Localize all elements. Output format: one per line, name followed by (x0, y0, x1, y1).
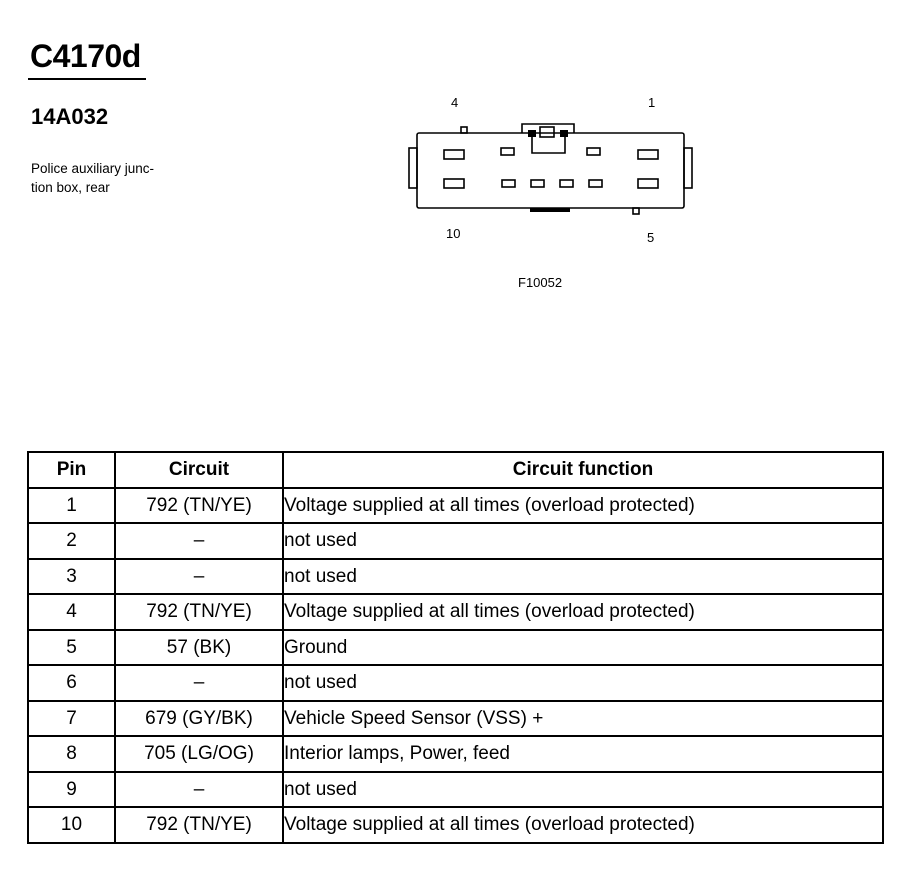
function-cell: Voltage supplied at all times (overload … (282, 806, 884, 844)
table-row: 7 679 (GY/BK) Vehicle Speed Sensor (VSS)… (27, 699, 884, 737)
function-cell: Interior lamps, Power, feed (282, 735, 884, 773)
function-cell: Voltage supplied at all times (overload … (282, 593, 884, 631)
pinout-table: Pin Circuit Circuit function 1 792 (TN/Y… (27, 451, 884, 844)
cavity-5 (637, 178, 659, 189)
description-line-2: tion box, rear (31, 180, 110, 195)
bottom-rib (530, 208, 570, 212)
cavity-9 (501, 179, 516, 188)
bottom-right-tab (632, 207, 640, 215)
circuit-cell: 57 (BK) (114, 628, 284, 666)
tab-fill-left (528, 130, 536, 137)
circuit-cell: 705 (LG/OG) (114, 735, 284, 773)
part-number: 14A032 (31, 104, 109, 129)
top-left-tab (460, 126, 468, 134)
column-header-circuit: Circuit (114, 451, 284, 489)
pin-label-bottom-left: 10 (446, 226, 461, 241)
table-row: 9 – not used (27, 770, 884, 808)
connector-description: Police auxiliary junc- tion box, rear (31, 159, 201, 197)
table-row: 10 792 (TN/YE) Voltage supplied at all t… (27, 806, 884, 844)
column-header-function: Circuit function (282, 451, 884, 489)
figure-id: F10052 (518, 275, 563, 290)
pin-cell: 3 (27, 557, 116, 595)
cavity-6 (588, 179, 603, 188)
function-cell: Voltage supplied at all times (overload … (282, 486, 884, 524)
table-row: 3 – not used (27, 557, 884, 595)
table-row: 6 – not used (27, 664, 884, 702)
pin-cell: 8 (27, 735, 116, 773)
connector-face-diagram (408, 123, 693, 215)
pin-label-top-left: 4 (451, 95, 459, 110)
pin-cell: 5 (27, 628, 116, 666)
circuit-cell: 792 (TN/YE) (114, 486, 284, 524)
description-line-1: Police auxiliary junc- (31, 161, 155, 176)
pin-cell: 6 (27, 664, 116, 702)
cavity-8 (530, 179, 545, 188)
function-cell: Vehicle Speed Sensor (VSS) + (282, 699, 884, 737)
pin-cell: 2 (27, 522, 116, 560)
table-row: 8 705 (LG/OG) Interior lamps, Power, fee… (27, 735, 884, 773)
column-header-pin: Pin (27, 451, 116, 489)
locking-tab-frame (531, 133, 566, 154)
connector-id: C4170d (30, 38, 141, 74)
pin-cell: 4 (27, 593, 116, 631)
circuit-cell: – (114, 770, 284, 808)
pin-cell: 1 (27, 486, 116, 524)
cavity-10 (443, 178, 465, 189)
function-cell: not used (282, 770, 884, 808)
pin-label-bottom-right: 5 (647, 230, 655, 245)
circuit-cell: 679 (GY/BK) (114, 699, 284, 737)
circuit-cell: 792 (TN/YE) (114, 593, 284, 631)
table-header-row: Pin Circuit Circuit function (27, 451, 884, 489)
table-row: 4 792 (TN/YE) Voltage supplied at all ti… (27, 593, 884, 631)
circuit-cell: 792 (TN/YE) (114, 806, 284, 844)
right-latch (683, 147, 693, 189)
circuit-cell: – (114, 557, 284, 595)
connector-id-underline (28, 78, 146, 80)
table-row: 2 – not used (27, 522, 884, 560)
cavity-4 (443, 149, 465, 160)
table-row: 5 57 (BK) Ground (27, 628, 884, 666)
locking-tab-button (539, 126, 555, 138)
circuit-cell: – (114, 522, 284, 560)
function-cell: not used (282, 522, 884, 560)
pin-cell: 7 (27, 699, 116, 737)
tab-fill-right (560, 130, 568, 137)
left-latch (408, 147, 418, 189)
circuit-cell: – (114, 664, 284, 702)
table-row: 1 792 (TN/YE) Voltage supplied at all ti… (27, 486, 884, 524)
cavity-7 (559, 179, 574, 188)
pin-cell: 10 (27, 806, 116, 844)
pin-cell: 9 (27, 770, 116, 808)
pin-label-top-right: 1 (648, 95, 656, 110)
locking-tab (521, 123, 575, 133)
function-cell: not used (282, 557, 884, 595)
connector-housing (416, 132, 685, 209)
cavity-2 (586, 147, 601, 156)
function-cell: not used (282, 664, 884, 702)
function-cell: Ground (282, 628, 884, 666)
cavity-3 (500, 147, 515, 156)
cavity-1 (637, 149, 659, 160)
